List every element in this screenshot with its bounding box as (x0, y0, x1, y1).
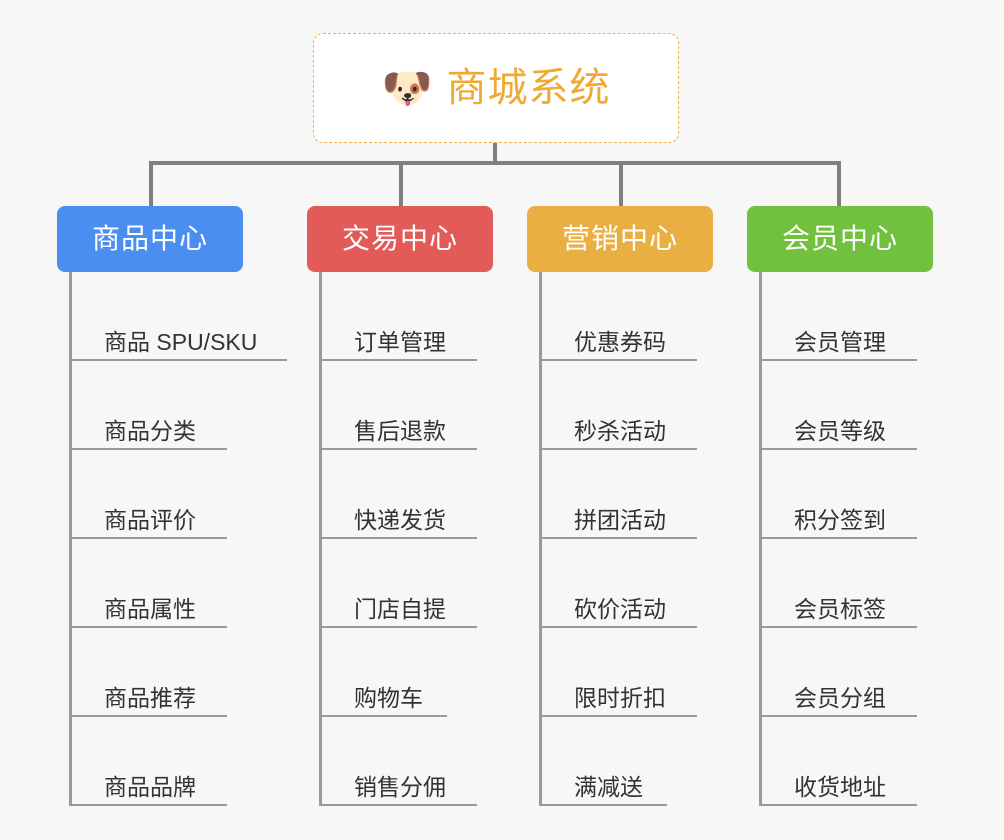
connector-trunk-horizontal (149, 161, 841, 165)
item-underline (72, 715, 227, 717)
item-label: 积分签到 (794, 507, 886, 533)
item-label: 商品评价 (104, 507, 196, 533)
item-underline (542, 537, 697, 539)
list-item[interactable]: 积分签到 (762, 450, 933, 539)
category-header-3[interactable]: 会员中心 (747, 206, 933, 272)
item-underline (322, 359, 477, 361)
category-items-0: 商品 SPU/SKU 商品分类 商品评价 商品属性 商品推荐 商品品牌 (69, 272, 287, 806)
connector-branch-1 (399, 161, 403, 206)
item-underline (322, 804, 477, 806)
category-items-3: 会员管理 会员等级 积分签到 会员标签 会员分组 收货地址 (759, 272, 933, 806)
list-item[interactable]: 限时折扣 (542, 628, 713, 717)
item-label: 商品分类 (104, 418, 196, 444)
category-label-3: 会员中心 (781, 223, 898, 254)
list-item[interactable]: 订单管理 (322, 272, 493, 361)
connector-branch-0 (149, 161, 153, 206)
item-label: 商品推荐 (104, 685, 196, 711)
item-underline (72, 359, 287, 361)
connector-branch-2 (619, 161, 623, 206)
list-item[interactable]: 优惠券码 (542, 272, 713, 361)
item-label: 拼团活动 (574, 507, 666, 533)
list-item[interactable]: 销售分佣 (322, 717, 493, 806)
item-label: 会员分组 (794, 685, 886, 711)
item-label: 砍价活动 (574, 596, 666, 622)
item-label: 商品品牌 (104, 774, 196, 800)
category-label-0: 商品中心 (91, 223, 208, 254)
root-title: 商城系统 (446, 66, 611, 110)
category-column-1: 交易中心 订单管理 售后退款 快递发货 门店自提 购物车 (307, 206, 493, 806)
item-label: 购物车 (354, 685, 423, 711)
connector-branch-3 (837, 161, 841, 206)
item-underline (72, 448, 227, 450)
list-item[interactable]: 商品属性 (72, 539, 243, 628)
item-underline (322, 537, 477, 539)
list-item[interactable]: 商品品牌 (72, 717, 243, 806)
list-item[interactable]: 砍价活动 (542, 539, 713, 628)
list-item[interactable]: 购物车 (322, 628, 493, 717)
list-item[interactable]: 会员管理 (762, 272, 933, 361)
item-underline (322, 626, 477, 628)
list-item[interactable]: 商品分类 (72, 361, 243, 450)
item-underline (542, 715, 697, 717)
list-item[interactable]: 会员分组 (762, 628, 933, 717)
item-label: 售后退款 (354, 418, 446, 444)
list-item[interactable]: 收货地址 (762, 717, 933, 806)
dog-face-icon: 🐶 (381, 64, 433, 111)
item-label: 收货地址 (794, 774, 886, 800)
item-underline (542, 448, 697, 450)
item-label: 满减送 (574, 774, 643, 800)
list-item[interactable]: 门店自提 (322, 539, 493, 628)
category-column-2: 营销中心 优惠券码 秒杀活动 拼团活动 砍价活动 限时折扣 (527, 206, 713, 806)
item-underline (762, 804, 917, 806)
item-underline (762, 537, 917, 539)
list-item[interactable]: 售后退款 (322, 361, 493, 450)
item-underline (542, 804, 667, 806)
category-column-0: 商品中心 商品 SPU/SKU 商品分类 商品评价 商品属性 商品推荐 (57, 206, 287, 806)
list-item[interactable]: 会员等级 (762, 361, 933, 450)
list-item[interactable]: 商品 SPU/SKU (72, 272, 287, 361)
connector-trunk-vertical (493, 143, 497, 165)
category-label-2: 营销中心 (561, 223, 678, 254)
item-label: 销售分佣 (354, 774, 446, 800)
item-label: 会员等级 (794, 418, 886, 444)
category-header-0[interactable]: 商品中心 (57, 206, 243, 272)
list-item[interactable]: 商品推荐 (72, 628, 243, 717)
item-underline (72, 804, 227, 806)
list-item[interactable]: 满减送 (542, 717, 713, 806)
list-item[interactable]: 快递发货 (322, 450, 493, 539)
category-header-1[interactable]: 交易中心 (307, 206, 493, 272)
category-header-2[interactable]: 营销中心 (527, 206, 713, 272)
item-label: 门店自提 (354, 596, 446, 622)
category-label-1: 交易中心 (341, 223, 458, 254)
category-items-2: 优惠券码 秒杀活动 拼团活动 砍价活动 限时折扣 满减送 (539, 272, 713, 806)
item-underline (762, 626, 917, 628)
item-underline (762, 448, 917, 450)
list-item[interactable]: 拼团活动 (542, 450, 713, 539)
item-underline (542, 626, 697, 628)
item-underline (72, 626, 227, 628)
item-label: 会员管理 (794, 329, 886, 355)
category-column-3: 会员中心 会员管理 会员等级 积分签到 会员标签 会员分组 (747, 206, 933, 806)
item-label: 秒杀活动 (574, 418, 666, 444)
item-label: 限时折扣 (574, 685, 666, 711)
item-underline (762, 715, 917, 717)
list-item[interactable]: 秒杀活动 (542, 361, 713, 450)
item-label: 会员标签 (794, 596, 886, 622)
item-label: 订单管理 (354, 329, 446, 355)
item-label: 商品 SPU/SKU (104, 329, 258, 355)
item-underline (542, 359, 697, 361)
list-item[interactable]: 会员标签 (762, 539, 933, 628)
item-underline (762, 359, 917, 361)
item-underline (322, 448, 477, 450)
item-underline (322, 715, 447, 717)
item-label: 快递发货 (354, 507, 446, 533)
category-items-1: 订单管理 售后退款 快递发货 门店自提 购物车 销售分佣 (319, 272, 493, 806)
item-underline (72, 537, 227, 539)
root-node[interactable]: 🐶 商城系统 (313, 33, 679, 143)
list-item[interactable]: 商品评价 (72, 450, 243, 539)
item-label: 优惠券码 (574, 329, 666, 355)
item-label: 商品属性 (104, 596, 196, 622)
